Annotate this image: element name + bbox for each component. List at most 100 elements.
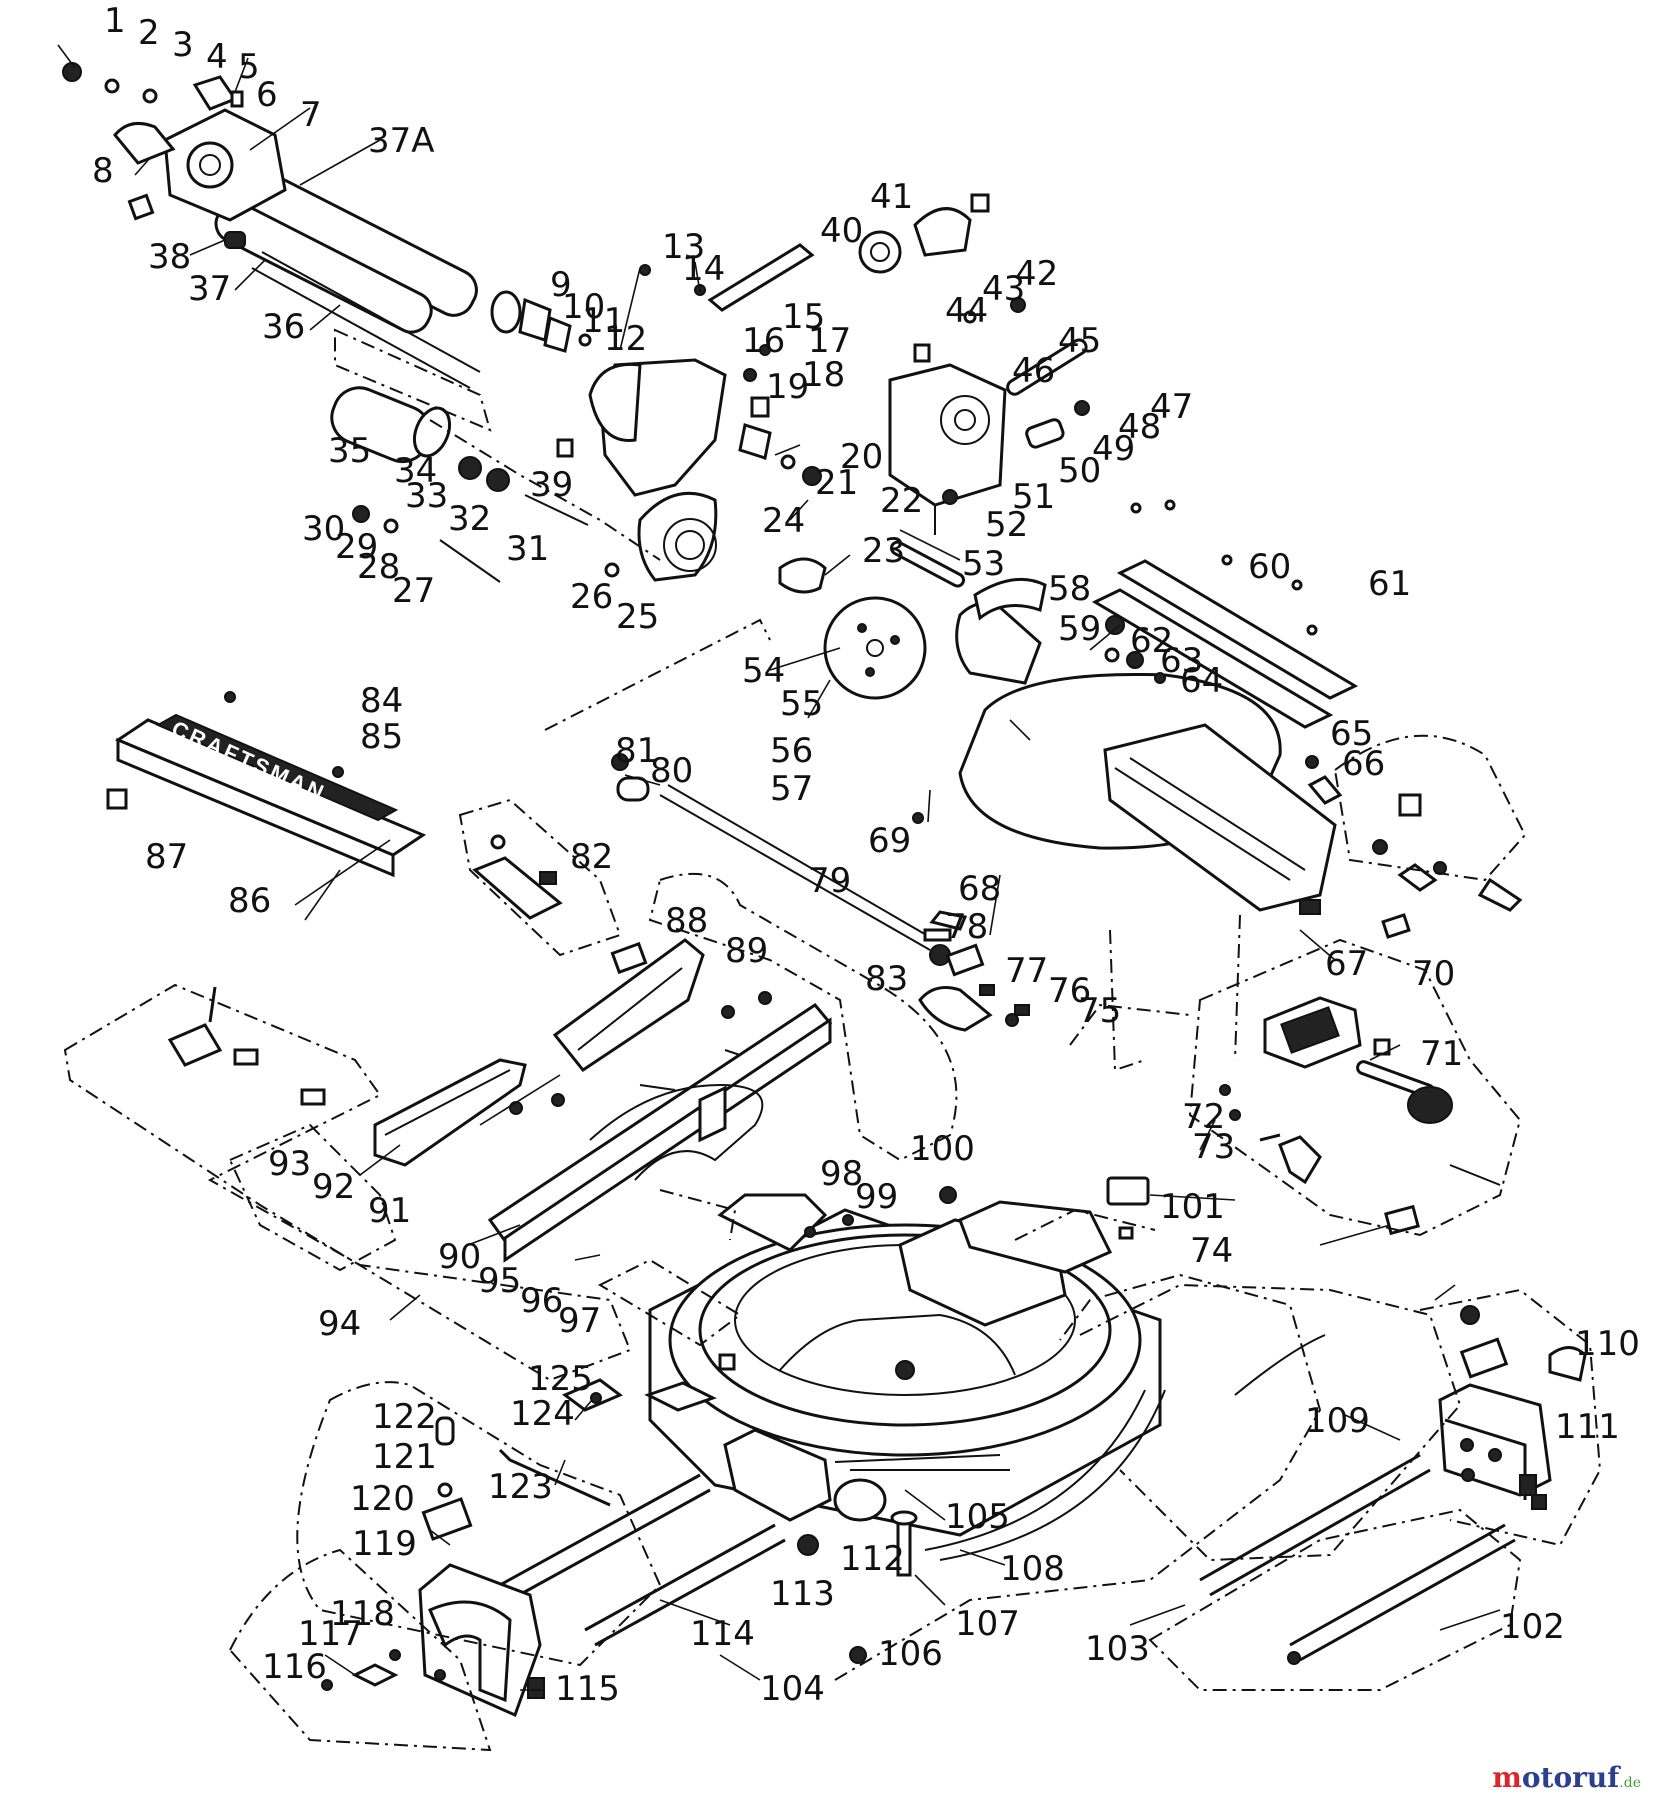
callout-32: 32 [448,499,491,539]
callout-107: 107 [955,1604,1020,1644]
callout-64: 64 [1180,661,1223,701]
callout-46: 46 [1012,351,1055,391]
callout-3: 3 [172,25,194,65]
right-fence [1091,499,1359,729]
callout-83: 83 [865,959,908,999]
callout-36: 36 [262,307,305,347]
callout-60: 60 [1248,547,1291,587]
callout-62: 62 [1130,621,1173,661]
callout-71: 71 [1420,1034,1463,1074]
callout-110: 110 [1575,1324,1640,1364]
callout-19: 19 [766,367,809,407]
right-end-cap [1287,1305,1587,1665]
callout-81: 81 [615,731,658,771]
callout-105: 105 [945,1497,1010,1537]
callout-15: 15 [782,297,825,337]
callout-95: 95 [478,1261,521,1301]
left-fence [167,834,705,1167]
callout-66: 66 [1342,744,1385,784]
callout-8: 8 [92,151,114,191]
callout-37A: 37A [368,121,435,161]
callout-123: 123 [488,1467,553,1507]
left-end-cap [321,1378,623,1718]
callout-89: 89 [725,931,768,971]
callout-78: 78 [945,907,988,947]
callout-76: 76 [1048,971,1091,1011]
callout-59: 59 [1058,609,1101,649]
callout-16: 16 [742,321,785,361]
callout-18: 18 [802,355,845,395]
callout-5: 5 [238,47,260,87]
callout-98: 98 [820,1154,863,1194]
callout-84: 84 [360,681,403,721]
callout-24: 24 [762,501,805,541]
callout-120: 120 [350,1479,415,1519]
callout-1: 1 [104,1,126,41]
small-hardware [639,243,1420,1252]
callout-55: 55 [780,684,823,724]
callout-26: 26 [570,577,613,617]
callout-48: 48 [1118,407,1161,447]
callout-87: 87 [145,837,188,877]
callout-22: 22 [880,481,923,521]
callout-7: 7 [300,95,322,135]
callout-47: 47 [1150,387,1193,427]
callout-13: 13 [662,227,705,267]
callout-113: 113 [770,1574,835,1614]
callout-118: 118 [330,1594,395,1634]
miter-base [644,1176,1326,1664]
leader-lines [57,44,1501,1691]
callout-115: 115 [555,1669,620,1709]
callout-54: 54 [742,651,785,691]
callout-82: 82 [570,837,613,877]
rail-assembly [62,62,592,389]
callouts: 1 2 3 4 5 6 7 37A 8 38 37 36 9 10 11 12 … [92,1,1640,1709]
callout-35: 35 [328,431,371,471]
blade-guard [955,577,1125,685]
callout-94: 94 [318,1304,361,1344]
callout-2: 2 [138,13,160,53]
callout-124: 124 [510,1394,575,1434]
callout-68: 68 [958,869,1001,909]
watermark-name: motoruf [1492,1761,1620,1794]
callout-9: 9 [550,265,572,305]
callout-80: 80 [650,751,693,791]
table-top [958,672,1411,939]
callout-101: 101 [1160,1187,1225,1227]
callout-88: 88 [665,901,708,941]
callout-75: 75 [1078,991,1121,1031]
callout-93: 93 [268,1144,311,1184]
callout-104: 104 [760,1669,825,1709]
callout-14: 14 [682,249,725,289]
callout-79: 79 [808,861,851,901]
callout-122: 122 [372,1397,437,1437]
callout-44: 44 [945,291,988,331]
callout-96: 96 [520,1281,563,1321]
callout-121: 121 [372,1437,437,1477]
callout-27: 27 [392,571,435,611]
pivot-bracket [888,338,1090,535]
callout-90: 90 [438,1237,481,1277]
callout-50: 50 [1058,451,1101,491]
callout-109: 109 [1305,1401,1370,1441]
watermark-logo: motoruf.de [1492,1761,1641,1794]
callout-63: 63 [1160,641,1203,681]
callout-29: 29 [335,527,378,567]
callout-92: 92 [312,1167,355,1207]
callout-65: 65 [1330,714,1373,754]
callout-85: 85 [360,717,403,757]
callout-43: 43 [982,269,1025,309]
callout-56: 56 [770,731,813,771]
callout-125: 125 [528,1359,593,1399]
callout-23: 23 [862,531,905,571]
callout-114: 114 [690,1614,755,1654]
drawing: CRAFTSMAN [57,44,1602,1752]
callout-117: 117 [298,1614,363,1654]
callout-25: 25 [616,597,659,637]
callout-34: 34 [394,451,437,491]
callout-112: 112 [840,1539,905,1579]
callout-53: 53 [962,544,1005,584]
callout-58: 58 [1048,569,1091,609]
callout-45: 45 [1058,321,1101,361]
